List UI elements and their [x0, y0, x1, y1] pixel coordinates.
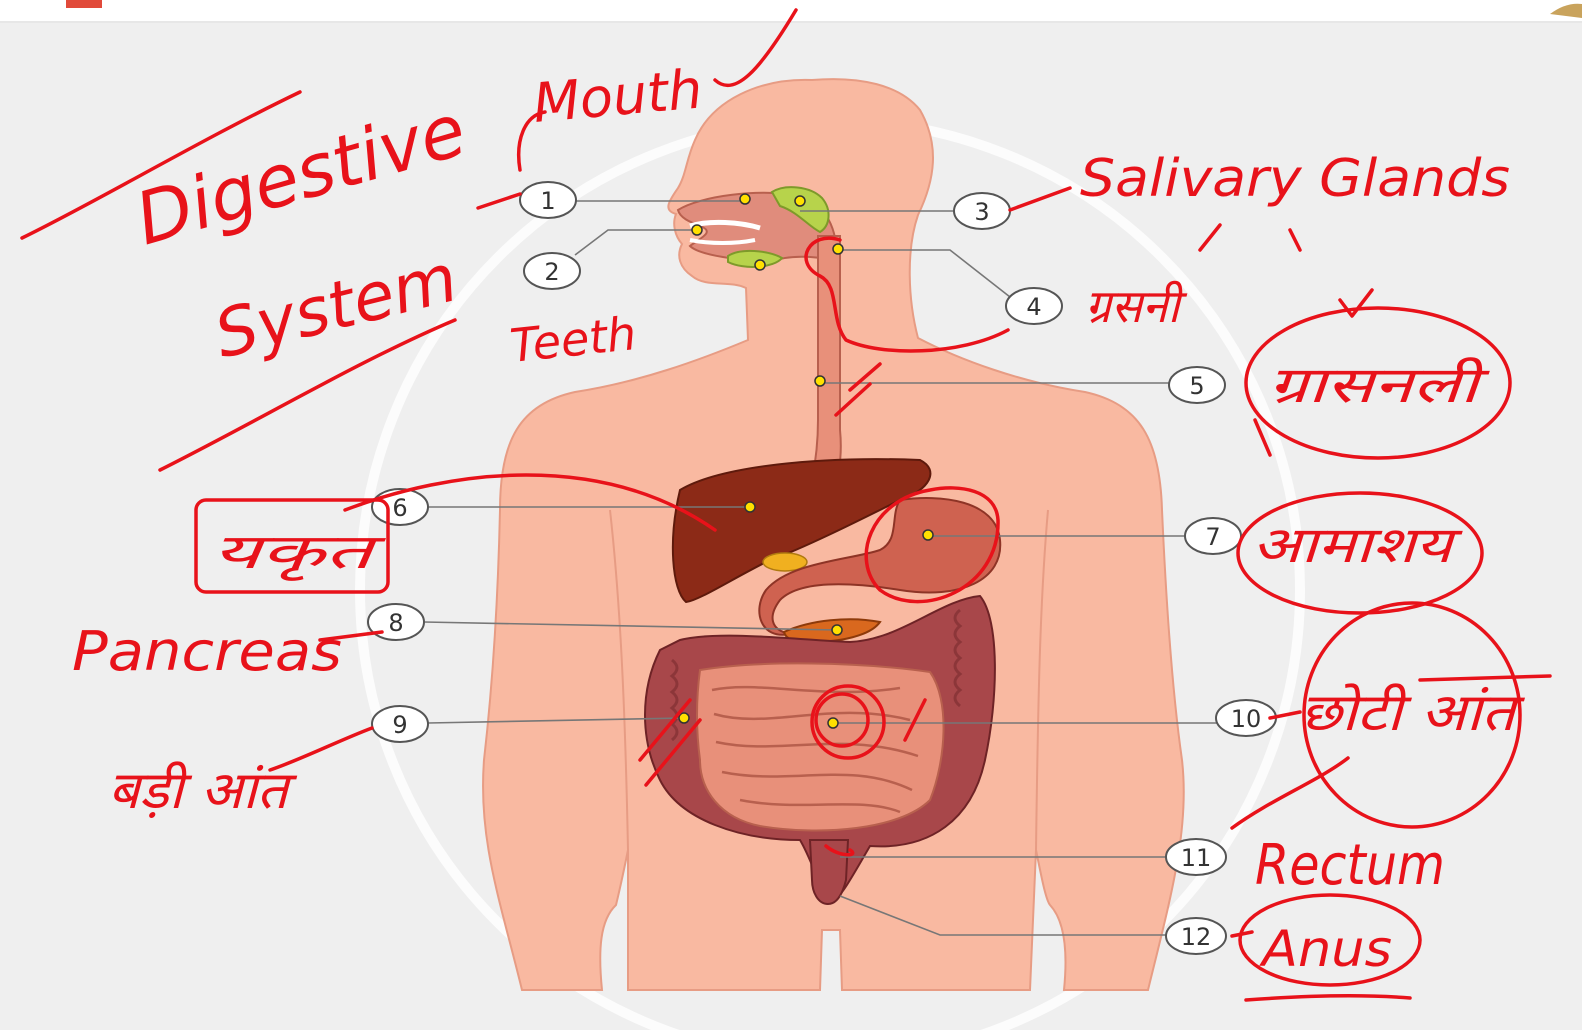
marker-8-label: 8	[388, 609, 403, 637]
annotation-salivary-glands: Salivary Glands	[1080, 149, 1510, 209]
marker-6: 6	[372, 489, 428, 525]
marker-4: 4	[1006, 288, 1062, 324]
annotation-stomach: आमाशय	[1252, 516, 1463, 574]
marker-2-label: 2	[544, 258, 559, 286]
marker-5-label: 5	[1189, 372, 1204, 400]
marker-3-label: 3	[974, 198, 989, 226]
marker-12: 12	[1166, 918, 1226, 954]
marker-8: 8	[368, 604, 424, 640]
marker-1: 1	[520, 182, 576, 218]
annotation-small-intestine: छोटी आंत	[1300, 683, 1526, 743]
marker-4-label: 4	[1026, 293, 1041, 321]
annotation-rectum: Rectum	[1255, 833, 1445, 898]
marker-6-label: 6	[392, 494, 407, 522]
annotation-anus: Anus	[1259, 920, 1392, 978]
marker-3: 3	[954, 193, 1010, 229]
marker-5: 5	[1169, 367, 1225, 403]
marker-7-label: 7	[1205, 523, 1220, 551]
annotation-pharynx: ग्रसनी	[1085, 279, 1188, 333]
annotation-pancreas: Pancreas	[72, 620, 342, 683]
marker-10: 10	[1216, 700, 1276, 736]
annotation-esophagus: ग्रासनली	[1268, 356, 1491, 414]
marker-7: 7	[1185, 518, 1241, 554]
marker-11: 11	[1166, 839, 1226, 875]
marker-2: 2	[524, 253, 580, 289]
marker-9: 9	[372, 706, 428, 742]
annotation-liver: यकृत	[212, 524, 387, 581]
app-logo-icon	[66, 0, 102, 8]
annotation-large-intestine: बड़ी आंत	[108, 761, 298, 821]
marker-10-label: 10	[1231, 705, 1262, 733]
marker-11-label: 11	[1181, 844, 1212, 872]
marker-12-label: 12	[1181, 923, 1212, 951]
marker-1-label: 1	[540, 187, 555, 215]
marker-9-label: 9	[392, 711, 407, 739]
